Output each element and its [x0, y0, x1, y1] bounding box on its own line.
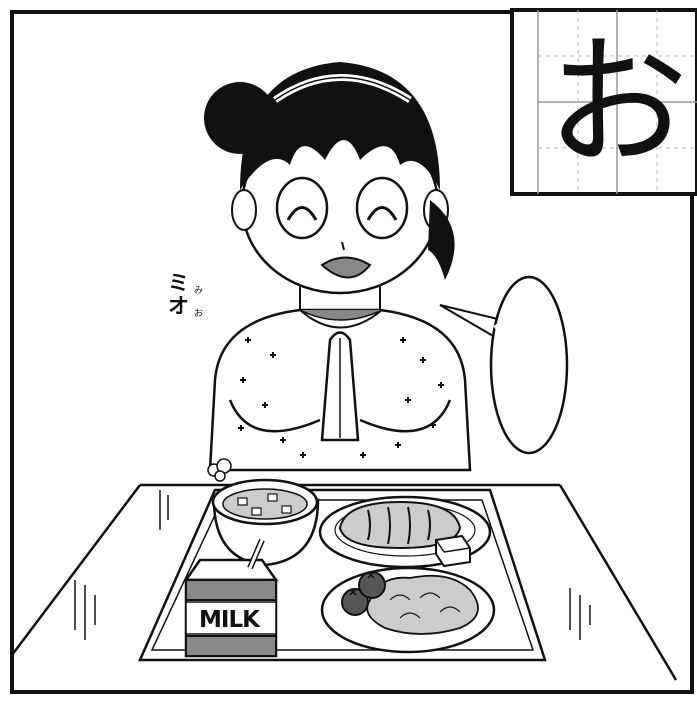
- character-name-ruby-1: み: [194, 286, 204, 296]
- soup-bowl: [207, 458, 320, 567]
- girl-character: [204, 62, 472, 472]
- character-name-label: ミ オ: [168, 272, 192, 318]
- milk-label: MILK: [199, 607, 260, 633]
- kana-practice-box: [510, 8, 697, 196]
- character-name-line-2: オ: [168, 294, 189, 318]
- salad-plate: [320, 566, 496, 654]
- milk-carton: [183, 538, 279, 658]
- character-name-ruby-2: お: [194, 309, 204, 319]
- bread-plate: [318, 495, 492, 569]
- kana-character: お: [546, 21, 689, 186]
- panel-border: [10, 10, 694, 694]
- table: [11, 483, 678, 681]
- speech-bubble: [439, 275, 569, 455]
- table-motion-lines: [74, 490, 591, 640]
- character-name-ruby: み お: [194, 280, 208, 326]
- character-name-line-1: ミ: [168, 271, 189, 295]
